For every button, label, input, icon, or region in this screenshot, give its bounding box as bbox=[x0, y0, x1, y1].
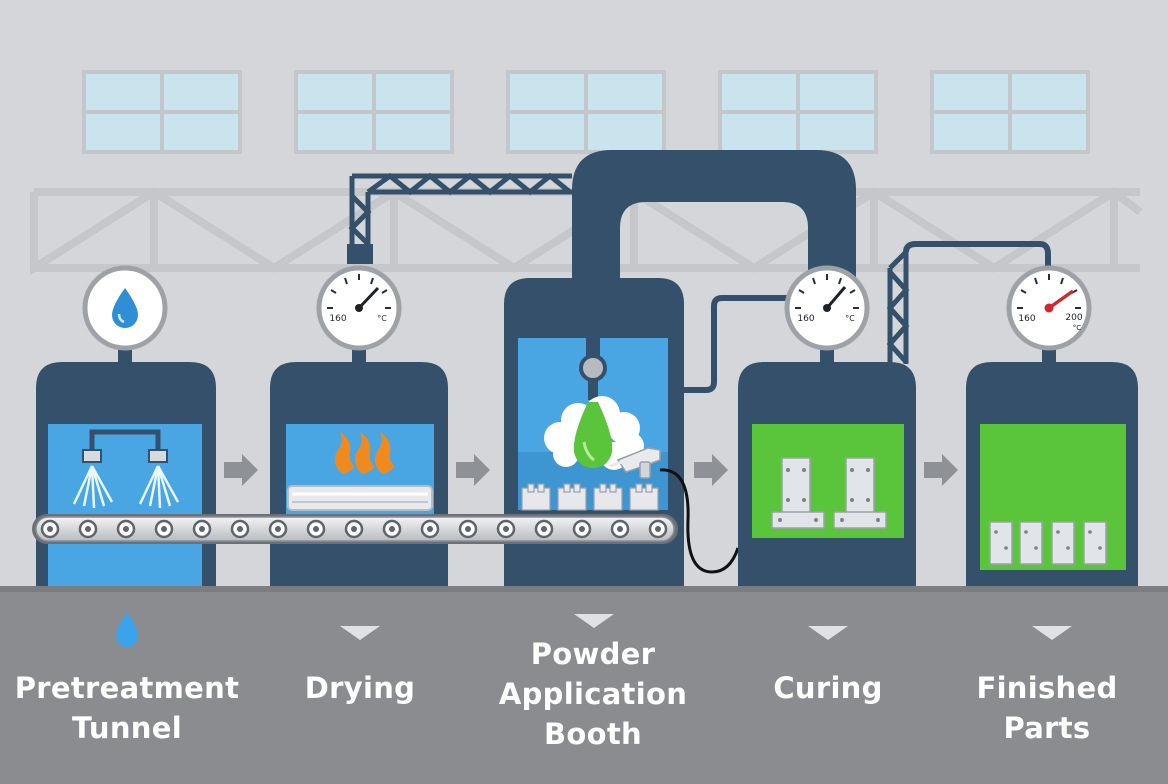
stage-label-powder-application: Powder Application Booth bbox=[498, 637, 688, 751]
chevron-down-icon bbox=[340, 626, 380, 640]
roller-hub bbox=[275, 526, 281, 532]
gauge-pipe bbox=[903, 241, 1051, 268]
stage-markers bbox=[116, 612, 1072, 647]
chevron-down-icon bbox=[574, 614, 614, 628]
spray-nozzles bbox=[72, 429, 180, 509]
curing-station: 160 °C bbox=[738, 265, 916, 586]
stage-label-drying: Drying bbox=[304, 671, 416, 705]
spray-robot-head bbox=[579, 354, 607, 382]
floor-edge bbox=[0, 586, 1168, 592]
exhaust-duct bbox=[572, 150, 856, 330]
roller-hub bbox=[655, 526, 661, 532]
pretreatment-window bbox=[48, 424, 202, 586]
roller-hub bbox=[617, 526, 623, 532]
factory-windows bbox=[82, 70, 1090, 154]
roller-hub bbox=[579, 526, 585, 532]
roller-hub bbox=[313, 526, 319, 532]
roller-hub bbox=[541, 526, 547, 532]
heater-element bbox=[287, 485, 433, 511]
flow-arrow-icon bbox=[924, 454, 958, 486]
curing-parts bbox=[771, 457, 887, 529]
conveyor-rollers bbox=[40, 519, 668, 539]
powder-spray bbox=[573, 402, 613, 468]
curing-temperature-gauge: 160 °C bbox=[784, 265, 870, 351]
gauge-min-label: 160 bbox=[797, 314, 814, 324]
gauge-unit-label: °C bbox=[845, 314, 855, 323]
powder-hose bbox=[659, 468, 740, 574]
roller-hub bbox=[503, 526, 509, 532]
air-pipe bbox=[684, 295, 792, 393]
conveyor-belt bbox=[32, 514, 678, 544]
water-gauge bbox=[82, 265, 168, 351]
roller-hub bbox=[351, 526, 357, 532]
water-drop-icon bbox=[116, 612, 138, 647]
roller-hub bbox=[237, 526, 243, 532]
stage-label-finished-parts: Finished Parts bbox=[976, 671, 1118, 745]
roller-hub bbox=[123, 526, 129, 532]
flow-arrows bbox=[224, 454, 958, 486]
overhead-truss-left bbox=[348, 172, 572, 246]
roller-hub bbox=[47, 526, 53, 532]
gauge-unit-label: °C bbox=[1073, 324, 1082, 332]
roller-hub bbox=[161, 526, 167, 532]
gauge-max-label: 200 bbox=[1065, 313, 1082, 323]
chevron-down-icon bbox=[808, 626, 848, 640]
flow-arrow-icon bbox=[224, 454, 258, 486]
spray-gun-icon bbox=[609, 447, 661, 479]
finished-station: 160 200 °C bbox=[966, 265, 1138, 586]
stage-label-pretreatment: Pretreatment Tunnel bbox=[14, 671, 240, 745]
overhead-truss-right bbox=[886, 250, 910, 364]
window bbox=[294, 70, 454, 154]
gauge-min-label: 160 bbox=[1018, 314, 1035, 324]
roller-hub bbox=[465, 526, 471, 532]
roller-hub bbox=[427, 526, 433, 532]
gauge-unit-label: °C bbox=[377, 314, 387, 323]
gauge-min-label: 160 bbox=[329, 314, 346, 324]
roller-hub bbox=[389, 526, 395, 532]
stage-label-curing: Curing bbox=[773, 671, 883, 705]
finished-temperature-gauge: 160 200 °C bbox=[1006, 265, 1092, 351]
drying-temperature-gauge: 160 °C bbox=[316, 265, 402, 351]
flow-arrow-icon bbox=[694, 454, 728, 486]
window bbox=[930, 70, 1090, 154]
window bbox=[718, 70, 878, 154]
flow-arrow-icon bbox=[456, 454, 490, 486]
roller-hub bbox=[85, 526, 91, 532]
truss-mount bbox=[347, 244, 373, 264]
flame-icon bbox=[334, 432, 394, 474]
roller-hub bbox=[199, 526, 205, 532]
chevron-down-icon bbox=[1032, 626, 1072, 640]
conveyor-parts bbox=[521, 483, 659, 511]
window bbox=[506, 70, 666, 154]
window bbox=[82, 70, 242, 154]
